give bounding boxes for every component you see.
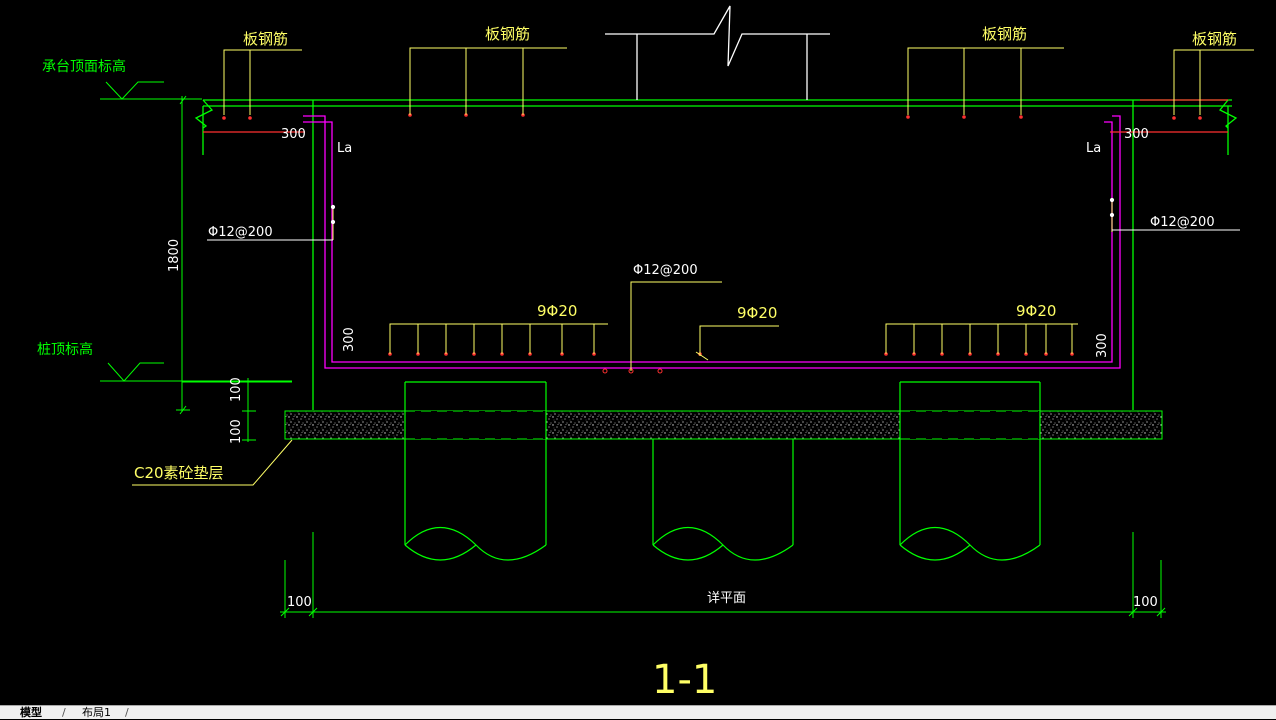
beam-break-symbol — [605, 5, 830, 100]
bottom-rebar-dots — [388, 352, 1074, 356]
label-slab-rebar-1: 板钢筋 — [243, 30, 288, 48]
label-overlap-right: 300 — [1124, 127, 1149, 142]
slab-end-rebar-red — [203, 99, 1228, 133]
pile-cap-outline — [194, 99, 1238, 410]
label-slab-rebar-3: 板钢筋 — [982, 25, 1027, 43]
label-cover-100-a: 100 — [229, 377, 244, 402]
label-side-300-left: 300 — [342, 327, 357, 352]
leader-lines — [132, 47, 1254, 486]
top-rebar-dots — [222, 113, 1202, 120]
rebar-labels: 板钢筋 板钢筋 板钢筋 板钢筋 9Φ20 9Φ20 9Φ20 — [243, 25, 1237, 322]
white-labels: Φ12@200 Φ12@200 Φ12@200 300 300 La La 详平… — [167, 127, 1215, 610]
label-side-300-right: 300 — [1095, 333, 1110, 358]
label-cover-bottom-right: 100 — [1133, 595, 1158, 610]
label-bottom-rebar-3: 9Φ20 — [1016, 302, 1056, 320]
pile-middle — [652, 439, 794, 561]
label-cover-100-b: 100 — [229, 419, 244, 444]
side-stirrup-leaders-white — [207, 197, 1240, 241]
label-cap-top-elevation: 承台顶面标高 — [42, 58, 126, 75]
label-cap-height: 1800 — [167, 239, 182, 272]
label-pile-top-elevation: 桩顶标高 — [37, 341, 93, 358]
cad-drawing-canvas[interactable]: 板钢筋 板钢筋 板钢筋 板钢筋 9Φ20 9Φ20 9Φ20 Φ12@200 Φ… — [0, 0, 1276, 705]
pile-right — [899, 381, 1041, 561]
label-overlap-left: 300 — [281, 127, 306, 142]
section-title: 1-1 — [652, 657, 717, 703]
concrete-cushion-layer — [284, 410, 1163, 440]
label-see-plan: 详平面 — [707, 591, 746, 606]
label-anchor-right: La — [1086, 141, 1101, 156]
pile-left — [404, 381, 547, 561]
stirrup-rebar-magenta — [303, 115, 1121, 369]
label-cover-bottom-left: 100 — [287, 595, 312, 610]
label-cushion: C20素砼垫层 — [134, 464, 224, 482]
dimension-lines — [100, 81, 1166, 618]
label-slab-rebar-2: 板钢筋 — [485, 25, 530, 43]
tab-layout1[interactable]: 布局1 — [82, 706, 111, 719]
tab-model[interactable]: 模型 — [20, 706, 42, 719]
label-stirrup-left: Φ12@200 — [208, 225, 273, 240]
green-labels: 承台顶面标高 桩顶标高 — [37, 58, 126, 358]
label-slab-rebar-4: 板钢筋 — [1192, 30, 1237, 48]
tab-separator-1: / — [62, 706, 66, 719]
layout-tab-bar: 模型 / 布局1 / — [0, 705, 1276, 719]
label-anchor-left: La — [337, 141, 352, 156]
label-bottom-rebar-1: 9Φ20 — [537, 302, 577, 320]
middle-bar-dots — [602, 368, 663, 374]
label-bottom-rebar-2: 9Φ20 — [737, 304, 777, 322]
label-stirrup-right: Φ12@200 — [1150, 215, 1215, 230]
label-stirrup-middle: Φ12@200 — [633, 263, 698, 278]
tab-separator-2: / — [125, 706, 129, 719]
